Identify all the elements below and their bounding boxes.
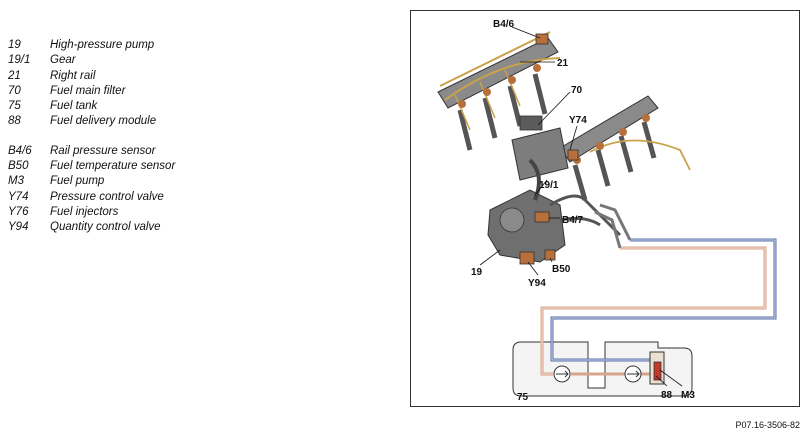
fuel-tank-outline (512, 341, 693, 397)
legend-desc: Rail pressure sensor (50, 144, 156, 157)
high-pressure-pump (487, 189, 566, 265)
legend-code: 70 (8, 84, 21, 97)
right-rail-assembly (559, 95, 691, 201)
legend-item: 21 Right rail (8, 69, 175, 84)
legend-item: Y74 Pressure control valve (8, 190, 175, 205)
callout-21: 21 (557, 58, 569, 69)
left-rail-assembly (437, 31, 561, 151)
return-line-inner (551, 239, 776, 361)
callout-70: 70 (571, 85, 583, 96)
leader-m3 (659, 369, 683, 387)
legend-item: 75 Fuel tank (8, 99, 175, 114)
callout-19-1: 19/1 (539, 180, 559, 191)
legend-item: Y94 Quantity control valve (8, 220, 175, 235)
legend-desc: Fuel delivery module (50, 115, 157, 128)
tank-pump-arrow (627, 370, 640, 378)
legend-desc: Fuel main filter (50, 84, 126, 97)
callout-88: 88 (661, 390, 673, 401)
leader-y94 (527, 261, 539, 276)
legend-code: 19/1 (8, 54, 31, 67)
supply-line-inner (541, 247, 766, 375)
legend-item: M3 Fuel pump (8, 174, 175, 189)
leader-70 (537, 91, 571, 126)
legend-desc: Fuel pump (50, 175, 105, 188)
legend-desc: Gear (50, 54, 76, 67)
legend-desc: Fuel injectors (50, 205, 119, 218)
callout-19: 19 (471, 267, 483, 278)
callout-b47: B4/7 (562, 215, 584, 226)
legend-desc: Pressure control valve (50, 190, 164, 203)
tank-filter-arrow (556, 370, 569, 378)
callout-b46: B4/6 (493, 19, 515, 30)
legend-item: Y76 Fuel injectors (8, 205, 175, 220)
legend-desc: Quantity control valve (50, 221, 161, 234)
legend-item: 88 Fuel delivery module (8, 114, 175, 129)
reference-code: P07.16-3506-82 (735, 420, 800, 430)
legend-item: 19/1 Gear (8, 53, 175, 68)
callout-b50: B50 (552, 264, 571, 275)
callout-y74: Y74 (569, 115, 587, 126)
legend-code: Y94 (8, 221, 29, 234)
legend-item: B4/6 Rail pressure sensor (8, 144, 175, 159)
callout-m3: M3 (681, 390, 695, 401)
legend-item: 19 High-pressure pump (8, 38, 175, 53)
leader-88 (655, 375, 668, 387)
callout-75: 75 (517, 392, 529, 403)
legend-code: M3 (8, 175, 24, 188)
legend-code: B4/6 (8, 144, 32, 157)
callout-y94: Y94 (528, 278, 546, 289)
leader-191 (534, 179, 548, 196)
fuel-line-bundle (594, 203, 632, 249)
leader-b50 (549, 257, 553, 263)
legend-desc: Fuel temperature sensor (50, 160, 176, 173)
legend: 19 High-pressure pump 19/1 Gear 21 Right ra… (8, 38, 175, 236)
legend-desc: Right rail (50, 69, 96, 82)
legend-desc: Fuel tank (50, 100, 98, 113)
gear-pipe (528, 158, 541, 201)
legend-code: B50 (8, 160, 29, 173)
legend-desc: High-pressure pump (50, 39, 155, 51)
legend-code: 88 (8, 115, 21, 128)
fuel-main-filter (511, 115, 569, 181)
legend-code: 19 (8, 39, 21, 51)
legend-item: B50 Fuel temperature sensor (8, 159, 175, 174)
legend-code: Y74 (8, 190, 29, 203)
leader-19 (479, 249, 501, 266)
leader-y74 (569, 125, 578, 151)
legend-item: 70 Fuel main filter (8, 84, 175, 99)
leader-b46 (511, 26, 541, 39)
pump-supply-pipes (549, 194, 622, 237)
legend-code: Y76 (8, 205, 29, 218)
legend-code: 21 (8, 69, 21, 82)
legend-code: 75 (8, 100, 21, 113)
